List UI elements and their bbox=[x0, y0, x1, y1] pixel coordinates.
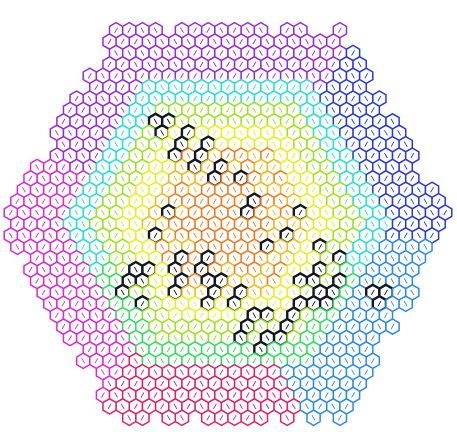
hex-cell[interactable] bbox=[121, 409, 137, 427]
hex-cell[interactable] bbox=[385, 318, 400, 336]
hex-cell[interactable] bbox=[279, 409, 295, 427]
hex-cell[interactable] bbox=[227, 409, 242, 427]
hex-outer-magenta[interactable] bbox=[10, 238, 25, 256]
hex-cell[interactable] bbox=[200, 409, 216, 427]
hex-cell[interactable] bbox=[161, 409, 177, 427]
hex-outer-crimson[interactable] bbox=[174, 409, 190, 427]
hex-cell[interactable] bbox=[62, 329, 78, 347]
hex-outer-crimson[interactable] bbox=[253, 409, 269, 427]
hex-cell[interactable] bbox=[135, 409, 150, 427]
hex-outer-azure[interactable] bbox=[306, 409, 321, 427]
hex-outer-crimson[interactable] bbox=[240, 409, 256, 427]
hex-outer-azure[interactable] bbox=[385, 318, 400, 336]
hex-cell[interactable] bbox=[10, 238, 25, 256]
hex-cell[interactable] bbox=[174, 409, 190, 427]
hex-outer-magenta[interactable] bbox=[75, 352, 91, 370]
hex-cell[interactable] bbox=[398, 295, 414, 313]
hex-outer-azure[interactable] bbox=[332, 409, 348, 427]
hex-outer-crimson[interactable] bbox=[121, 409, 137, 427]
hex-cell[interactable] bbox=[75, 352, 91, 370]
hex-outer-crimson[interactable] bbox=[135, 409, 150, 427]
hex-cell[interactable] bbox=[332, 409, 348, 427]
hex-outer-magenta[interactable] bbox=[62, 329, 78, 347]
hex-outer-crimson[interactable] bbox=[200, 409, 216, 427]
hex-outer-azure[interactable] bbox=[398, 295, 414, 313]
hex-outer-crimson[interactable] bbox=[102, 397, 117, 415]
hex-cell[interactable] bbox=[214, 409, 229, 427]
hex-outer-crimson[interactable] bbox=[227, 409, 242, 427]
hex-outer-crimson[interactable] bbox=[214, 409, 229, 427]
hex-cell[interactable] bbox=[240, 409, 256, 427]
hex-cell[interactable] bbox=[306, 409, 321, 427]
hex-outer-crimson[interactable] bbox=[161, 409, 177, 427]
hex-outer-crimson[interactable] bbox=[279, 409, 295, 427]
hex-cell[interactable] bbox=[102, 397, 117, 415]
hex-cell[interactable] bbox=[253, 409, 269, 427]
